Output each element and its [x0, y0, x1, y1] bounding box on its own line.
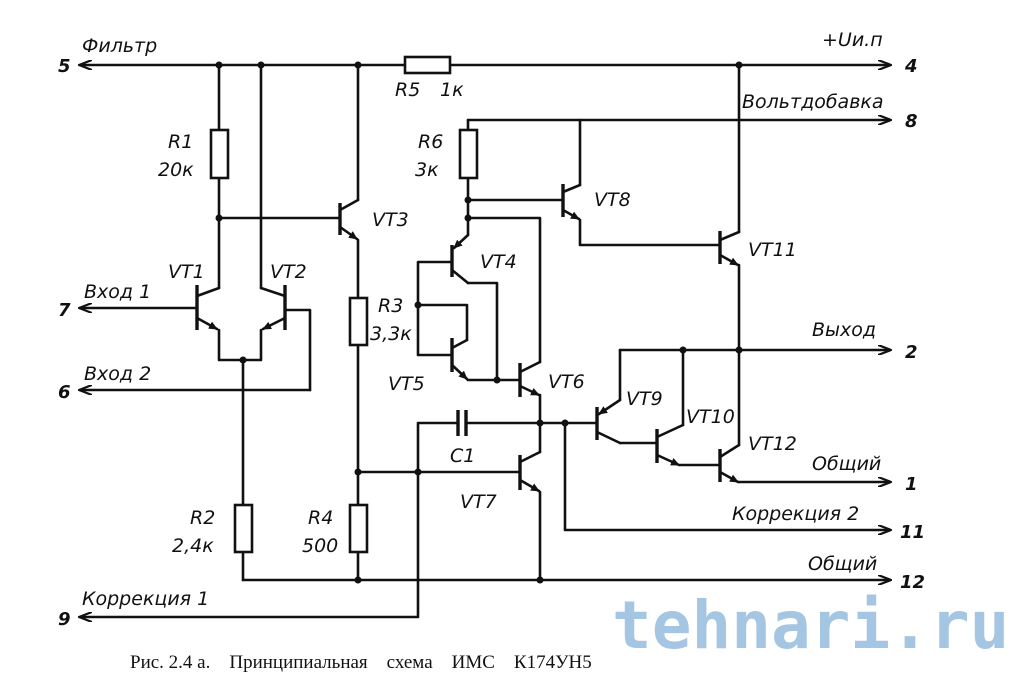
- pin-7: 7: [58, 300, 71, 321]
- label-vt10: VT10: [686, 406, 735, 428]
- transistor-vt2: [259, 285, 287, 331]
- label-vt1: VT1: [168, 261, 205, 283]
- pin-5: 5: [58, 56, 71, 77]
- label-vt8: VT8: [594, 189, 631, 211]
- transistor-vt4: [450, 233, 470, 285]
- resistor-r6: [458, 128, 479, 180]
- pin-8: 8: [905, 111, 918, 132]
- net-label-output: Выход: [812, 319, 876, 341]
- label-vt11: VT11: [748, 239, 797, 261]
- value-r5: 1к: [440, 79, 464, 101]
- label-vt12: VT12: [748, 433, 797, 455]
- transistor-vt11: [718, 230, 741, 267]
- value-r3: 3,3к: [370, 323, 412, 345]
- label-r2: R2: [190, 507, 215, 529]
- net-label-correction2: Коррекция 2: [732, 503, 859, 525]
- pin-9: 9: [58, 609, 71, 630]
- transistor-vt10: [655, 423, 685, 467]
- label-r3: R3: [378, 295, 403, 317]
- pin-11: 11: [900, 522, 925, 543]
- value-r1: 20к: [158, 159, 194, 181]
- net-label-boost: Вольтдобавка: [742, 91, 884, 113]
- pin-6: 6: [58, 382, 71, 403]
- label-vt6: VT6: [548, 371, 585, 393]
- pin-2: 2: [905, 342, 918, 363]
- net-label-filter: Фильтр: [82, 35, 157, 57]
- net-label-correction1: Коррекция 1: [82, 588, 209, 610]
- resistor-r2: [233, 503, 254, 554]
- watermark: tehnari.ru: [612, 587, 1009, 664]
- label-c1: C1: [450, 445, 475, 467]
- transistor-vt5: [450, 338, 469, 381]
- net-label-supply: +Uи.п: [822, 29, 883, 51]
- label-vt4: VT4: [480, 251, 517, 273]
- resistor-r1: [209, 128, 230, 180]
- transistor-vt7: [518, 450, 542, 493]
- label-vt2: VT2: [270, 261, 307, 283]
- net-label-common1: Общий: [812, 453, 881, 475]
- transistor-vt12: [718, 443, 741, 484]
- resistor-r4: [348, 503, 369, 554]
- label-vt3: VT3: [372, 209, 409, 231]
- transistor-vt9: [595, 398, 622, 445]
- junctions: [215, 61, 743, 584]
- resistors: [209, 55, 479, 554]
- pin-1: 1: [905, 474, 918, 495]
- resistor-r5: [403, 55, 452, 75]
- transistor-vt6: [518, 360, 542, 397]
- net-label-input2: Вход 2: [84, 363, 151, 385]
- value-r2: 2,4к: [172, 535, 214, 557]
- net-label-input1: Вход 1: [84, 281, 151, 303]
- net-label-common12: Общий: [808, 553, 877, 575]
- label-vt5: VT5: [388, 373, 425, 395]
- label-r4: R4: [308, 507, 333, 529]
- label-vt9: VT9: [626, 388, 663, 410]
- capacitor-c1: [456, 410, 468, 436]
- transistor-vt1: [195, 285, 221, 331]
- label-r1: R1: [168, 131, 193, 153]
- figure-caption: Рис. 2.4 а. Принципиальная схема ИМС К17…: [130, 652, 592, 673]
- transistor-vt3: [338, 198, 360, 241]
- transistors: [195, 183, 741, 493]
- wires: [80, 65, 890, 617]
- label-r5: R5: [395, 79, 420, 101]
- value-r6: 3к: [415, 159, 439, 181]
- value-r4: 500: [302, 535, 338, 557]
- label-vt7: VT7: [460, 491, 497, 513]
- transistor-vt8: [561, 183, 582, 221]
- label-r6: R6: [418, 131, 443, 153]
- pin-4: 4: [904, 56, 918, 77]
- pin-12: 12: [900, 572, 925, 593]
- resistor-r3: [348, 296, 369, 347]
